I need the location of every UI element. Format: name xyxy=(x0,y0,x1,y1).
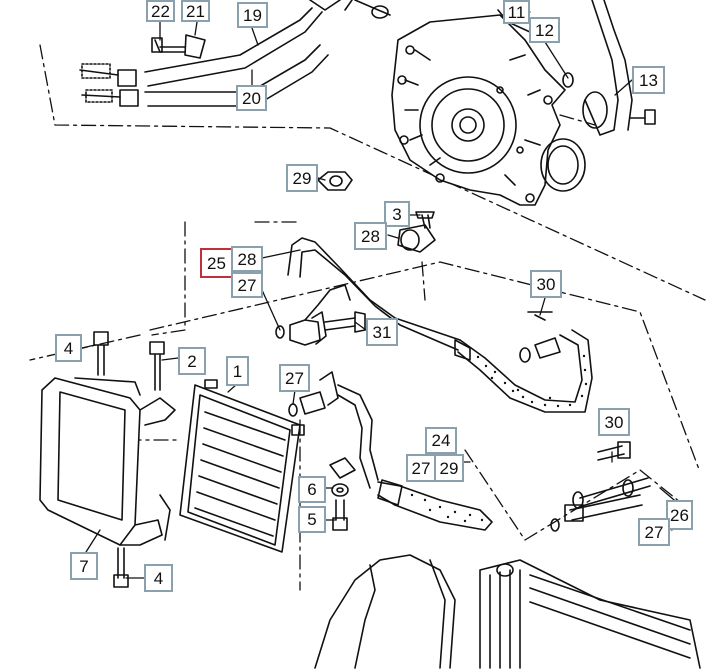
fitting-31 xyxy=(275,311,366,346)
lower-radiator xyxy=(479,559,701,669)
stud-2 xyxy=(149,341,165,391)
callout-20: 20 xyxy=(236,85,267,111)
callout-28-lower: 28 xyxy=(231,246,263,272)
callout-30-upper: 30 xyxy=(530,270,562,298)
callout-2: 2 xyxy=(178,347,206,375)
callout-27-d: 27 xyxy=(638,518,670,546)
cooler-core-1 xyxy=(179,379,305,553)
callout-21: 21 xyxy=(181,0,210,22)
nut-29-upper xyxy=(317,171,353,191)
callout-4-top: 4 xyxy=(55,334,82,362)
callout-28-upper: 28 xyxy=(354,222,387,250)
callout-7: 7 xyxy=(70,552,98,580)
callout-30-lower: 30 xyxy=(598,408,630,436)
return-pipe xyxy=(287,237,461,351)
callout-5: 5 xyxy=(298,506,326,533)
callout-12: 12 xyxy=(529,17,560,43)
bolt-4-top xyxy=(93,331,109,376)
callout-13: 13 xyxy=(632,66,665,94)
lower-duct xyxy=(314,554,456,669)
callout-29-upper: 29 xyxy=(286,164,318,192)
callout-27-c: 27 xyxy=(406,454,436,482)
bolt-4-bottom xyxy=(113,547,129,588)
callout-27-b: 27 xyxy=(279,364,310,392)
hose-24 xyxy=(377,479,493,531)
leader-lines xyxy=(81,9,681,579)
dash-outline-upper xyxy=(39,44,706,336)
cooler-frame-7 xyxy=(39,377,176,546)
callout-19: 19 xyxy=(237,2,268,28)
bolt-5 xyxy=(332,499,348,531)
transmission-housing xyxy=(391,14,586,206)
callout-6: 6 xyxy=(298,476,326,503)
hose-upper-right xyxy=(454,311,593,413)
callout-24: 24 xyxy=(425,427,457,454)
callout-1: 1 xyxy=(226,356,249,386)
callout-29-lower: 29 xyxy=(434,454,464,482)
bolt-22 xyxy=(151,37,186,53)
callout-27-a: 27 xyxy=(231,272,263,298)
bolt-30-lower xyxy=(597,441,631,461)
callout-25-highlighted[interactable]: 25 xyxy=(200,248,233,278)
callout-11: 11 xyxy=(503,0,530,24)
callout-3: 3 xyxy=(384,201,410,227)
upper-right-pipe xyxy=(497,0,656,136)
right-fittings xyxy=(550,477,651,532)
clip-21 xyxy=(184,34,206,59)
fitting-27-middle xyxy=(288,371,379,489)
washer-6 xyxy=(329,457,356,497)
top-cooler-pipes xyxy=(79,0,391,107)
callout-22: 22 xyxy=(146,0,175,22)
callout-26: 26 xyxy=(666,500,693,530)
clamp-28-upper xyxy=(397,211,436,253)
callout-4-bottom: 4 xyxy=(144,564,173,592)
callout-31: 31 xyxy=(366,318,398,346)
